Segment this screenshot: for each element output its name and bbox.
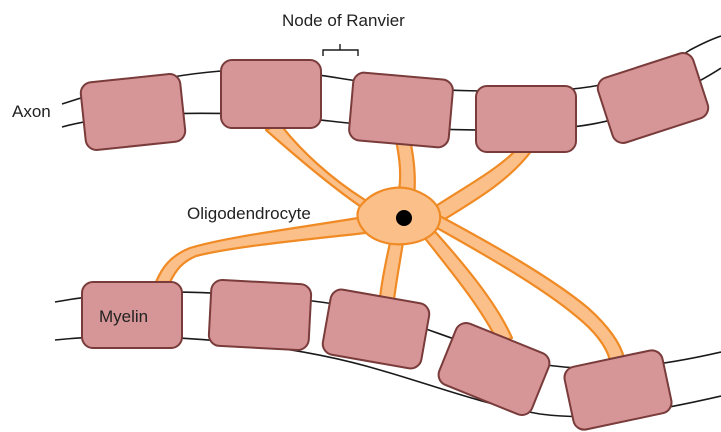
myelin-segment-lower-5 bbox=[562, 348, 673, 431]
axon-label: Axon bbox=[12, 102, 51, 121]
myelin-segment-lower-2 bbox=[208, 279, 311, 350]
myelin-segment-upper-1 bbox=[80, 73, 187, 151]
myelin-label: Myelin bbox=[99, 307, 148, 326]
node-of-ranvier-bracket bbox=[323, 44, 358, 56]
myelin-segment-upper-4 bbox=[476, 86, 576, 152]
lower-myelin-segments bbox=[82, 279, 674, 431]
myelin-segment-lower-3 bbox=[321, 288, 431, 370]
process-to-lower-segment-1 bbox=[156, 216, 374, 282]
oligodendrocyte-label: Oligodendrocyte bbox=[187, 204, 311, 223]
node-of-ranvier-label: Node of Ranvier bbox=[282, 11, 405, 30]
process-to-upper-segment-4 bbox=[436, 146, 532, 222]
upper-myelin-segments bbox=[80, 50, 711, 152]
nucleus bbox=[396, 210, 412, 226]
myelin-segment-lower-4 bbox=[435, 320, 552, 419]
myelin-segment-upper-2 bbox=[221, 60, 321, 128]
myelin-segment-upper-5 bbox=[595, 50, 711, 146]
myelin-segment-upper-3 bbox=[348, 72, 454, 148]
